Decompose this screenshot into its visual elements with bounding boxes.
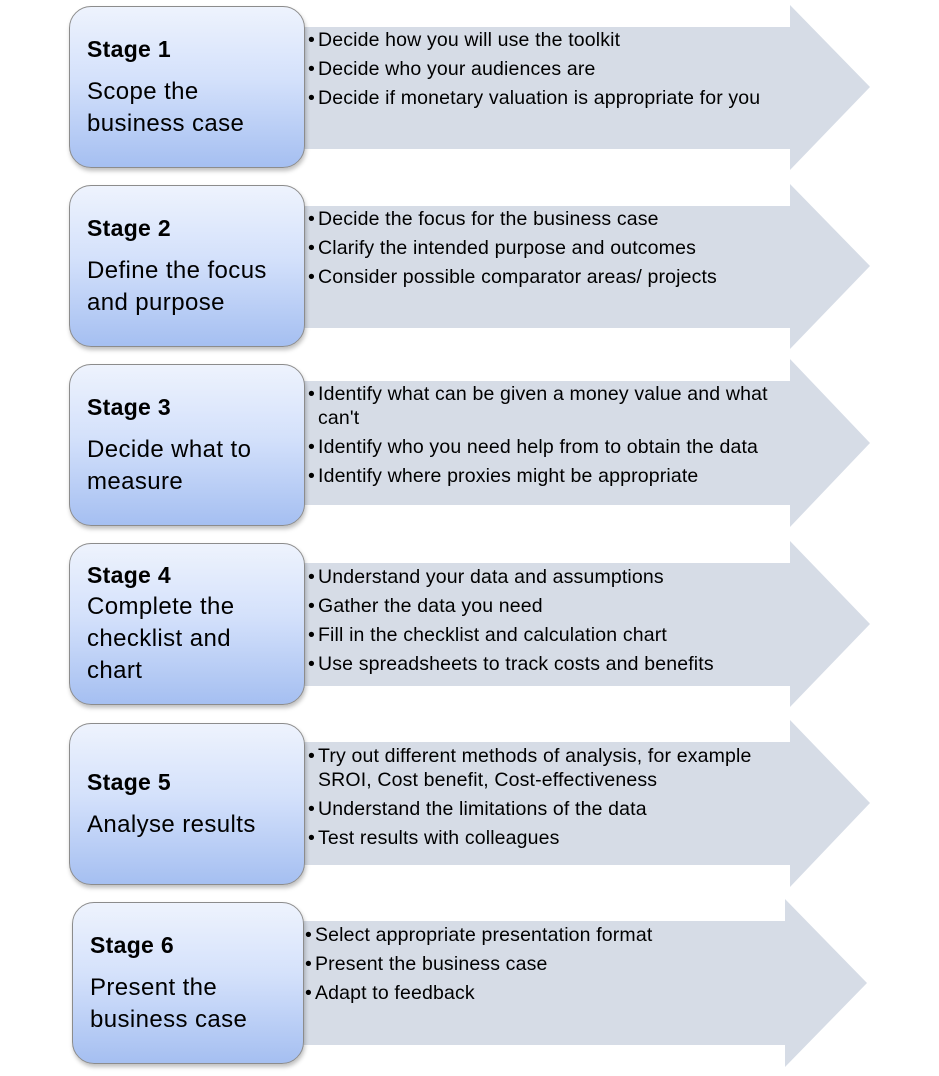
bullet-item: Test results with colleagues (308, 826, 803, 850)
bullet-item: Identify who you need help from to obtai… (308, 435, 803, 459)
bullet-item: Fill in the checklist and calculation ch… (308, 623, 803, 647)
bullet-item: Present the business case (305, 952, 800, 976)
bullet-list: Try out different methods of analysis, f… (308, 744, 803, 855)
bullet-list: Understand your data and assumptions Gat… (308, 565, 803, 681)
bullet-list: Decide the focus for the business case C… (308, 207, 803, 294)
stage-box: Stage 1 Scope the business case (69, 6, 305, 168)
bullet-item: Identify where proxies might be appropri… (308, 464, 803, 488)
bullet-item: Gather the data you need (308, 594, 803, 618)
stage-row-1: Decide how you will use the toolkit Deci… (0, 5, 939, 170)
stage-label: Stage 4 (87, 562, 171, 588)
stage-row-4: Understand your data and assumptions Gat… (0, 541, 939, 707)
stage-title: Present the business case (90, 973, 248, 1033)
bullet-item: Decide if monetary valuation is appropri… (308, 86, 803, 110)
stage-label: Stage 3 (87, 393, 171, 420)
bullet-item: Try out different methods of analysis, f… (308, 744, 803, 792)
stage-row-5: Try out different methods of analysis, f… (0, 720, 939, 887)
stage-row-6: Select appropriate presentation format P… (0, 899, 939, 1067)
stage-row-3: Identify what can be given a money value… (0, 359, 939, 527)
stage-label: Stage 1 (87, 35, 171, 62)
bullet-list: Decide how you will use the toolkit Deci… (308, 28, 803, 115)
bullet-item: Understand your data and assumptions (308, 565, 803, 589)
stage-label: Stage 2 (87, 214, 171, 241)
bullet-item: Identify what can be given a money value… (308, 382, 803, 430)
stage-row-2: Decide the focus for the business case C… (0, 184, 939, 349)
stage-title: Decide what to measure (87, 435, 252, 495)
stage-title: Complete the checklist and chart (87, 593, 235, 684)
stage-box: Stage 3 Decide what to measure (69, 364, 305, 526)
bullet-list: Identify what can be given a money value… (308, 382, 803, 493)
bullet-item: Decide the focus for the business case (308, 207, 803, 231)
stage-title: Define the focus and purpose (87, 256, 267, 316)
stage-box: Stage 4 Complete the checklist and chart (69, 543, 305, 705)
stage-box: Stage 2 Define the focus and purpose (69, 185, 305, 347)
stage-label: Stage 6 (90, 931, 174, 958)
stage-title: Analyse results (87, 810, 256, 838)
bullet-item: Clarify the intended purpose and outcome… (308, 236, 803, 260)
stage-title: Scope the business case (87, 77, 245, 137)
bullet-item: Use spreadsheets to track costs and bene… (308, 652, 803, 676)
bullet-item: Decide how you will use the toolkit (308, 28, 803, 52)
bullet-item: Consider possible comparator areas/ proj… (308, 265, 803, 289)
stage-box: Stage 5 Analyse results (69, 723, 305, 885)
bullet-item: Understand the limitations of the data (308, 797, 803, 821)
bullet-item: Decide who your audiences are (308, 57, 803, 81)
stage-box: Stage 6 Present the business case (72, 902, 304, 1064)
bullet-item: Adapt to feedback (305, 981, 800, 1005)
bullet-item: Select appropriate presentation format (305, 923, 800, 947)
bullet-list: Select appropriate presentation format P… (305, 923, 800, 1010)
stage-label: Stage 5 (87, 768, 171, 795)
